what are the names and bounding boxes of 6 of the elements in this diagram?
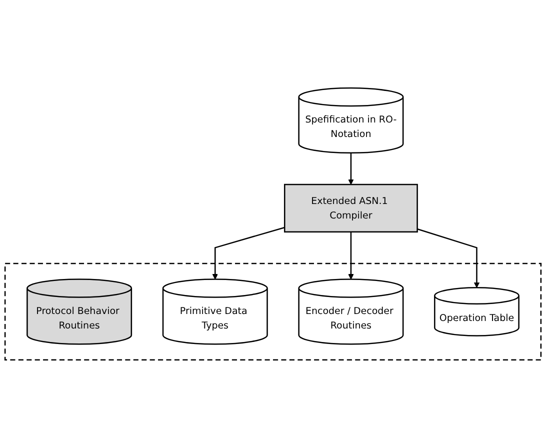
arrow	[212, 226, 285, 280]
arrow	[417, 228, 480, 288]
node-box: Extended ASN.1 Compiler	[284, 184, 418, 233]
arrow	[348, 232, 354, 280]
arrow	[348, 152, 354, 185]
cluster	[4, 262, 542, 361]
